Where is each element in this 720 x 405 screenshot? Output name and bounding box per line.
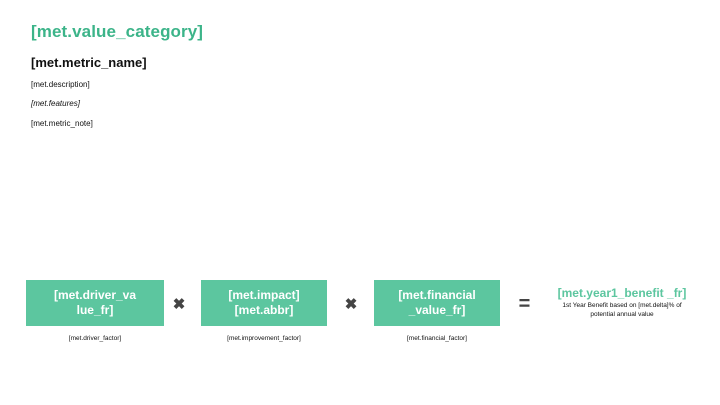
- impact-label-line1: [met.impact]: [228, 288, 300, 302]
- financial-value-label: [met.financial _value_fr]: [398, 288, 475, 318]
- financial-value-label-line2: _value_fr]: [408, 303, 466, 317]
- value-category-title: [met.value_category]: [31, 22, 204, 41]
- year1-benefit-result: [met.year1_benefit _fr] 1st Year Benefit…: [548, 286, 696, 319]
- financial-value-box[interactable]: [met.financial _value_fr]: [374, 280, 500, 326]
- impact-label-line2: [met.abbr]: [234, 303, 294, 317]
- driver-value-label-line1: [met.driver_va: [53, 288, 137, 302]
- year1-benefit-note: 1st Year Benefit based on [met.delta]% o…: [562, 302, 682, 318]
- year1-benefit-title-line2: _fr]: [667, 286, 687, 300]
- multiply-icon-2: ✖: [344, 296, 358, 313]
- metric-note: [met.metric_note]: [31, 119, 93, 128]
- driver-value-label-line2: lue_fr]: [76, 303, 114, 317]
- driver-value-label: [met.driver_va lue_fr]: [54, 288, 136, 318]
- improvement-factor-label: [met.improvement_factor]: [227, 335, 301, 342]
- impact-box[interactable]: [met.impact] [met.abbr]: [201, 280, 327, 326]
- impact-label: [met.impact] [met.abbr]: [228, 288, 299, 318]
- year1-benefit-title-line1: [met.year1_benefit: [557, 286, 664, 300]
- metric-features: [met.features]: [31, 99, 80, 108]
- driver-value-box[interactable]: [met.driver_va lue_fr]: [26, 280, 164, 326]
- equals-icon: =: [518, 292, 531, 315]
- metric-description: [met.description]: [31, 80, 90, 89]
- financial-value-label-line1: [met.financial: [398, 288, 476, 302]
- driver-factor-label: [met.driver_factor]: [68, 335, 122, 342]
- year1-benefit-title: [met.year1_benefit _fr]: [548, 286, 696, 300]
- multiply-icon-1: ✖: [172, 296, 186, 313]
- financial-factor-label: [met.financial_factor]: [407, 335, 467, 342]
- metric-name: [met.metric_name]: [31, 55, 147, 70]
- formula-row: [met.driver_va lue_fr] [met.driver_facto…: [0, 280, 720, 342]
